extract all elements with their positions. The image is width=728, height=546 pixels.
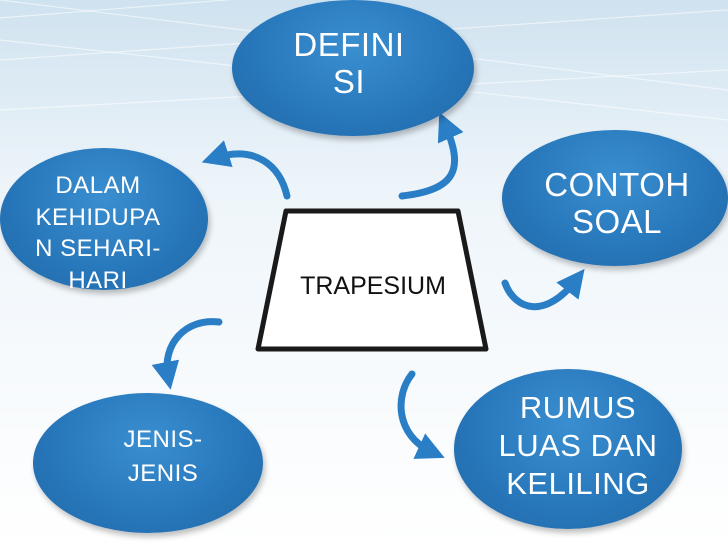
arrow-to-definisi — [201, 140, 291, 200]
arrow-jenis-up — [151, 318, 223, 390]
node-definisi-label: DEFINI SI — [293, 26, 405, 101]
arrow-contoh-down — [501, 268, 585, 311]
node-rumus-label: RUMUS LUAS DAN KELILING — [498, 390, 658, 501]
node-dalam-kehidupan-label: DALAM KEHIDUPA N SEHARI- HARI — [35, 172, 161, 295]
node-jenis-jenis: JENIS- JENIS — [33, 393, 263, 533]
node-contoh-soal-label: CONTOH SOAL — [544, 166, 690, 241]
node-rumus: RUMUS LUAS DAN KELILING — [454, 369, 682, 529]
node-dalam-kehidupan: DALAM KEHIDUPA N SEHARI- HARI — [0, 148, 208, 294]
node-jenis-jenis-label: JENIS- JENIS — [123, 426, 203, 487]
trapesium-shape — [255, 208, 489, 352]
node-contoh-soal: CONTOH SOAL — [502, 130, 728, 266]
node-definisi: DEFINI SI — [232, 0, 474, 136]
arrow-to-rumus — [397, 370, 445, 459]
center-label: TRAPESIUM — [300, 272, 446, 300]
arrow-definisi-to-contoh — [398, 112, 464, 200]
